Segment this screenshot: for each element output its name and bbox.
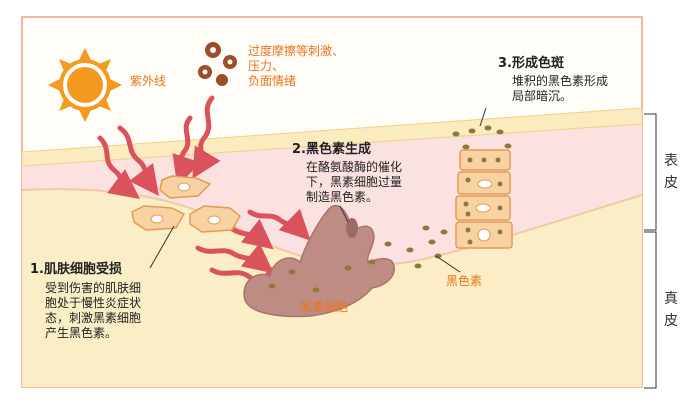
- step3-body-line-2: 局部暗沉。: [512, 89, 573, 103]
- keratinocyte-stack: [455, 149, 513, 249]
- melanin-dot: [452, 131, 460, 137]
- melanin-dot: [368, 259, 376, 265]
- epidermis-bracket: [644, 113, 657, 231]
- melanin-dot: [344, 265, 352, 271]
- melanin-dot: [504, 143, 512, 149]
- melanin-dot: [422, 225, 430, 231]
- melanin-dot: [428, 239, 436, 245]
- stimuli-arrow-1: [192, 95, 221, 179]
- step2-body-line-2: 下，黑素细胞过量: [306, 175, 403, 189]
- melanocyte-nucleus: [346, 218, 358, 238]
- melanin-dot: [462, 144, 470, 150]
- step3-title: 3.形成色斑: [498, 56, 564, 71]
- cell-nuclei: [150, 182, 221, 225]
- leader-lines: [149, 107, 487, 273]
- step1-body-line-4: 产生黑色素。: [45, 326, 118, 340]
- melanocyte-label: 黑素细胞: [300, 300, 349, 314]
- stimuli-label-line-3: 负面情绪: [248, 74, 297, 88]
- step1-body-line-3: 态，刺激黑素细胞: [45, 311, 142, 325]
- melanin-dot: [434, 253, 442, 259]
- damage-arrow-2: [195, 242, 274, 274]
- horny-layer: [21, 107, 643, 167]
- step1-body-line-1: 受到伤害的肌肤细: [45, 281, 142, 295]
- epidermis-label: 表 皮: [664, 153, 678, 191]
- melanin-dot: [288, 269, 296, 275]
- step2-body-line-3: 制造黑色素。: [306, 190, 379, 204]
- melanin-dot: [268, 283, 276, 289]
- melanin-dot: [468, 128, 476, 134]
- step1-body-line-2: 胞处于慢性炎症状: [45, 296, 142, 310]
- step3-body-line-1: 堆积的黑色素形成: [512, 74, 609, 88]
- melanin-dot: [484, 125, 492, 131]
- stimuli-label-line-2: 压力、: [248, 59, 285, 73]
- step1-title: 1.肌肤细胞受损: [30, 262, 122, 277]
- uv-label: 紫外线: [130, 74, 167, 88]
- melanin-dot: [414, 263, 422, 269]
- dermis-label: 真 皮: [664, 291, 678, 329]
- melanin-dot: [440, 229, 448, 235]
- step2-title: 2.黑色素生成: [292, 142, 371, 157]
- stimuli-label-line-1: 过度摩擦等刺激、: [248, 44, 345, 58]
- sun-icon: [48, 48, 122, 122]
- melanin-dot: [406, 247, 414, 253]
- uv-arrow-2: [117, 125, 159, 197]
- uv-arrow-1: [97, 135, 140, 200]
- damage-arrow-4: [247, 208, 311, 241]
- melanin-dot: [384, 241, 392, 247]
- melanin-label: 黑色素: [446, 274, 483, 288]
- stimuli-arrow-2: [172, 115, 201, 187]
- melanin-dot: [496, 129, 504, 135]
- stimuli-icon: [198, 42, 237, 86]
- melanin-dots: [268, 125, 512, 293]
- dermis-bracket: [644, 231, 657, 389]
- melanin-dot: [312, 287, 320, 293]
- step2-body-line-1: 在酪氨酸酶的催化: [306, 160, 403, 174]
- layer-brackets: [644, 113, 657, 389]
